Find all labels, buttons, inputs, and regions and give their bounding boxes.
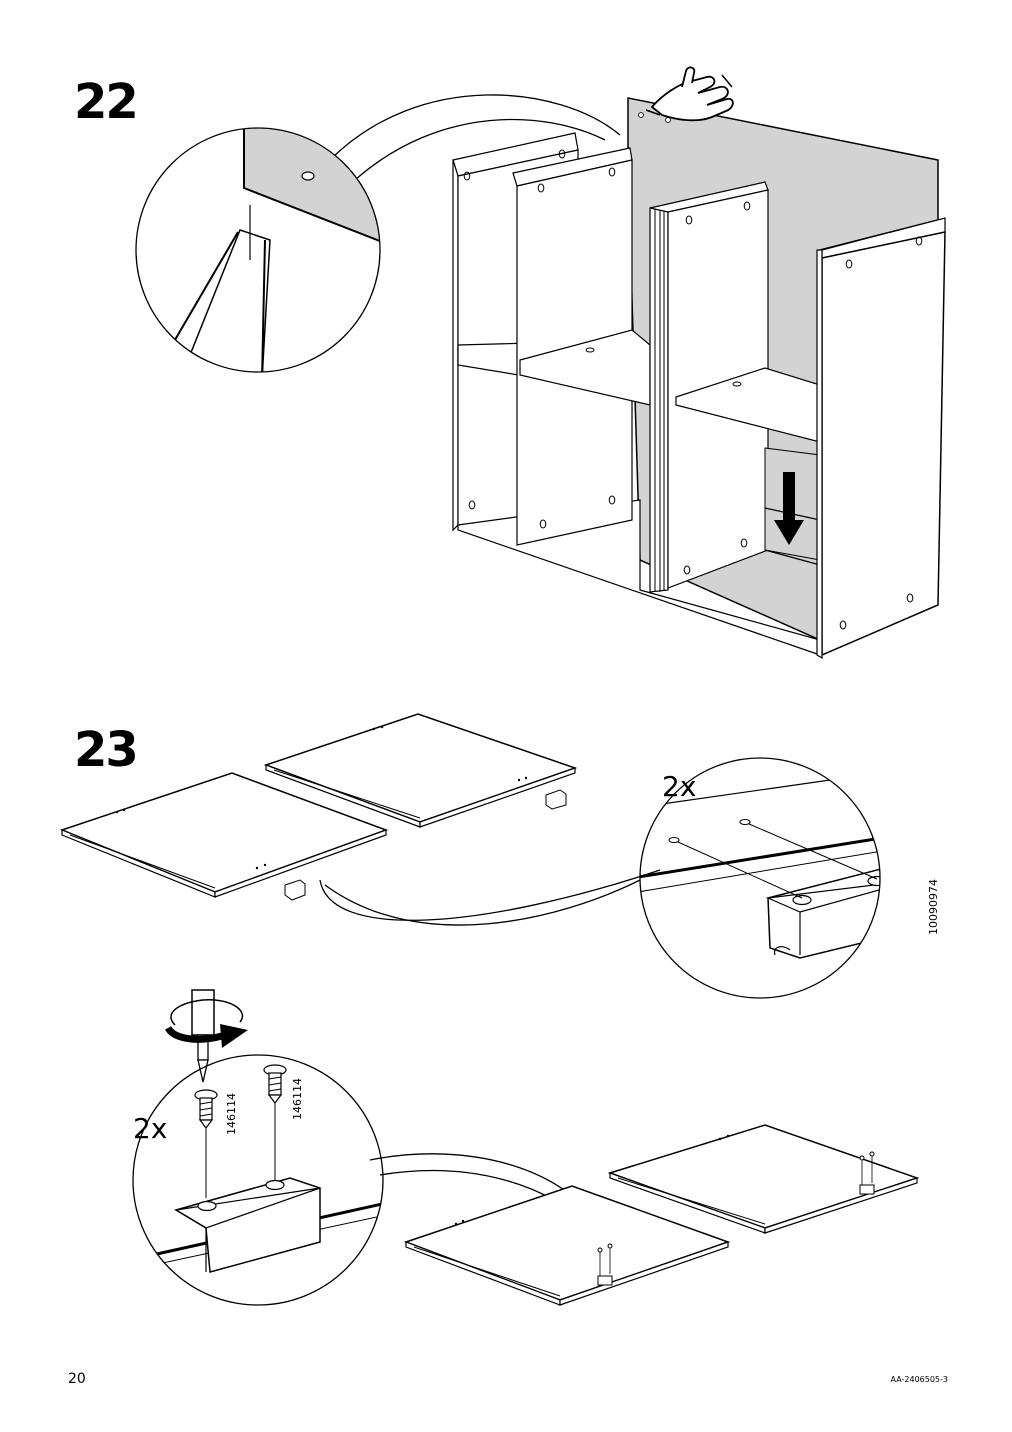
shelf-board: [59, 772, 389, 898]
callout-arc: [329, 94, 621, 161]
bracket-part: [284, 879, 306, 901]
step-number-23: 23: [74, 722, 139, 778]
step-number-22: 22: [74, 74, 139, 130]
quantity-label-bottom: 2x: [133, 1112, 168, 1145]
step-22-illustration: [135, 66, 946, 660]
page-number: 20: [68, 1371, 86, 1387]
screw-part: [263, 1064, 287, 1180]
document-code: AA-2406505-3: [890, 1375, 948, 1384]
right-side-panel: [816, 217, 946, 660]
screwdriver-icon: [191, 989, 215, 1083]
quantity-label-top: 2x: [662, 770, 697, 803]
shelf-board: [403, 1185, 731, 1306]
bracket-zoom-circle: [639, 757, 881, 999]
callout-arc: [319, 869, 661, 921]
screw-zoom-circle: [132, 1054, 384, 1306]
shelf-board: [263, 713, 578, 828]
shelf-board: [607, 1124, 920, 1234]
hand-pressing-icon: [645, 66, 734, 122]
rotate-clockwise-icon: [164, 999, 248, 1048]
bracket-part: [545, 789, 567, 810]
screw-part: [194, 1089, 218, 1198]
down-arrow-icon: [774, 472, 804, 545]
